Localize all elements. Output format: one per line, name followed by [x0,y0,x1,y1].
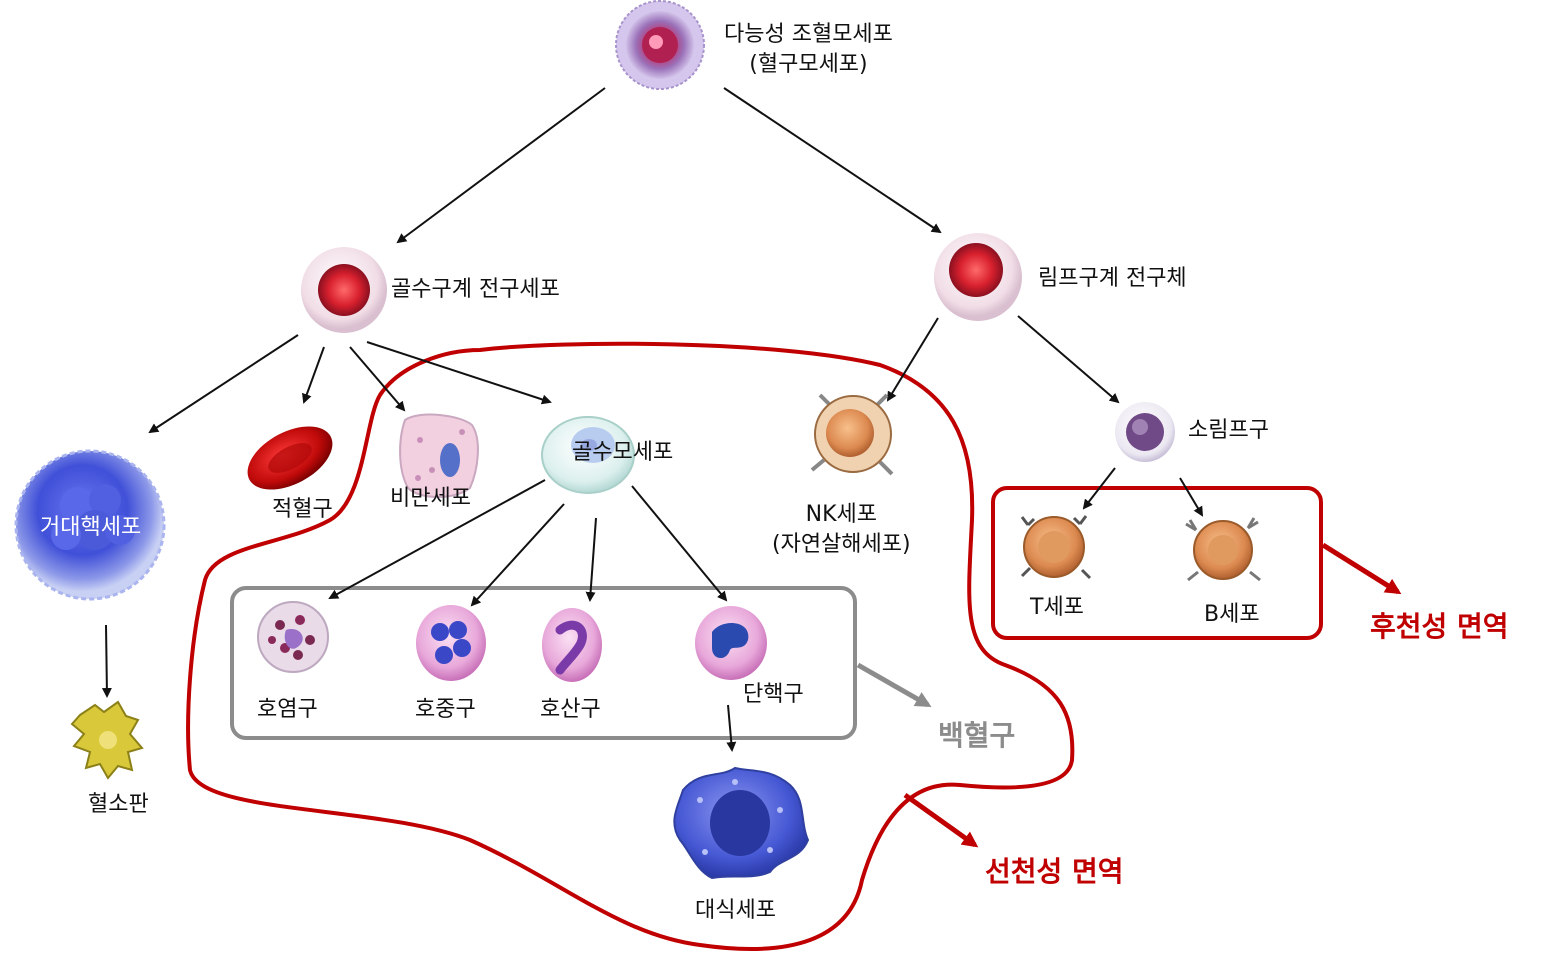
arrow-hsc-to-lymphoid [723,87,942,234]
arrow-myeloid-to-myeloblast [366,341,552,405]
hsc-label-line2: (혈구모세포) [749,51,868,77]
myeloblast-icon [541,416,635,494]
white-blood-cell-group-label: 백혈구 [938,719,1016,752]
small-lymphocyte-icon [1115,402,1175,462]
nk-cell-icon [810,393,894,476]
adaptive-immunity-box [991,486,1323,640]
hsc-label-line1: 다능성 조혈모세포 [724,22,893,47]
arrow-myeloblast-to-basophil [328,479,546,599]
arrow-small-lymphocyte-to-b [1179,477,1204,517]
adaptive-immunity-label: 후천성 면역 [1370,610,1509,643]
lymphoid-progenitor-icon [934,233,1022,321]
arrow-lymphoid-to-nk [886,317,939,402]
myeloblast-label: 골수모세포 [572,440,674,465]
platelet-label: 혈소판 [88,792,149,817]
innate-immunity-boundary [186,341,1075,951]
innate-group-arrow [903,792,979,848]
arrow-hsc-to-myeloid [396,87,606,244]
monocyte-label: 단핵구 [743,682,804,707]
neutrophil-label: 호중구 [415,697,476,722]
red-blood-cell-icon [247,426,333,490]
eosinophil-icon [542,608,602,682]
nk-cell-label-line2: (자연살해세포) [772,531,911,557]
erythrocyte-label: 적혈구 [272,497,333,522]
myeloid-progenitor-icon [301,247,387,333]
lineage-arrows [101,87,1204,752]
white-blood-cell-box [230,586,857,740]
t-cell-label: T세포 [1030,595,1084,620]
hematopoietic-stem-cell-icon [615,0,705,90]
adaptive-group-arrow [1321,542,1402,595]
neutrophil-icon [416,605,486,681]
small-lymphocyte-label: 소림프구 [1188,418,1269,443]
eosinophil-label: 호산구 [540,697,601,722]
arrow-small-lymphocyte-to-t [1082,467,1116,510]
arrow-myeloblast-to-neutrophil [470,503,565,607]
arrow-myeloid-to-erythrocyte [302,346,325,404]
hsc-label: 다능성 조혈모세포 (혈구모세포) [724,20,893,79]
arrow-myeloid-to-megakaryocyte [148,334,299,434]
basophil-icon [257,601,329,673]
mast-cell-icon [399,413,479,498]
macrophage-label: 대식세포 [695,898,776,923]
macrophage-icon [673,766,810,880]
arrow-myeloid-to-mast-cell [349,346,406,412]
basophil-label: 호염구 [257,697,318,722]
arrow-myeloblast-to-eosinophil [585,517,597,602]
lymphoid-progenitor-label: 림프구계 전구체 [1038,266,1187,291]
b-cell-icon [1185,517,1261,582]
b-cell-label: B세포 [1204,602,1260,627]
monocyte-icon [695,606,767,680]
megakaryocyte-label: 거대핵세포 [40,515,142,540]
arrow-megakaryocyte-to-platelet [101,624,112,698]
nk-cell-label: NK세포 (자연살해세포) [772,500,911,559]
nk-cell-label-line1: NK세포 [805,502,877,527]
arrow-monocyte-to-macrophage [726,704,737,752]
myeloid-progenitor-label: 골수구계 전구세포 [391,277,560,302]
t-cell-icon [1020,515,1092,580]
megakaryocyte-icon [14,449,166,601]
arrow-myeloblast-to-monocyte [631,485,728,602]
wbc-group-arrow [856,662,932,708]
platelet-icon [70,700,144,780]
mast-cell-label: 비만세포 [390,486,471,511]
innate-immunity-label: 선천성 면역 [985,855,1124,888]
arrow-lymphoid-to-small-lymphocyte [1017,315,1120,404]
